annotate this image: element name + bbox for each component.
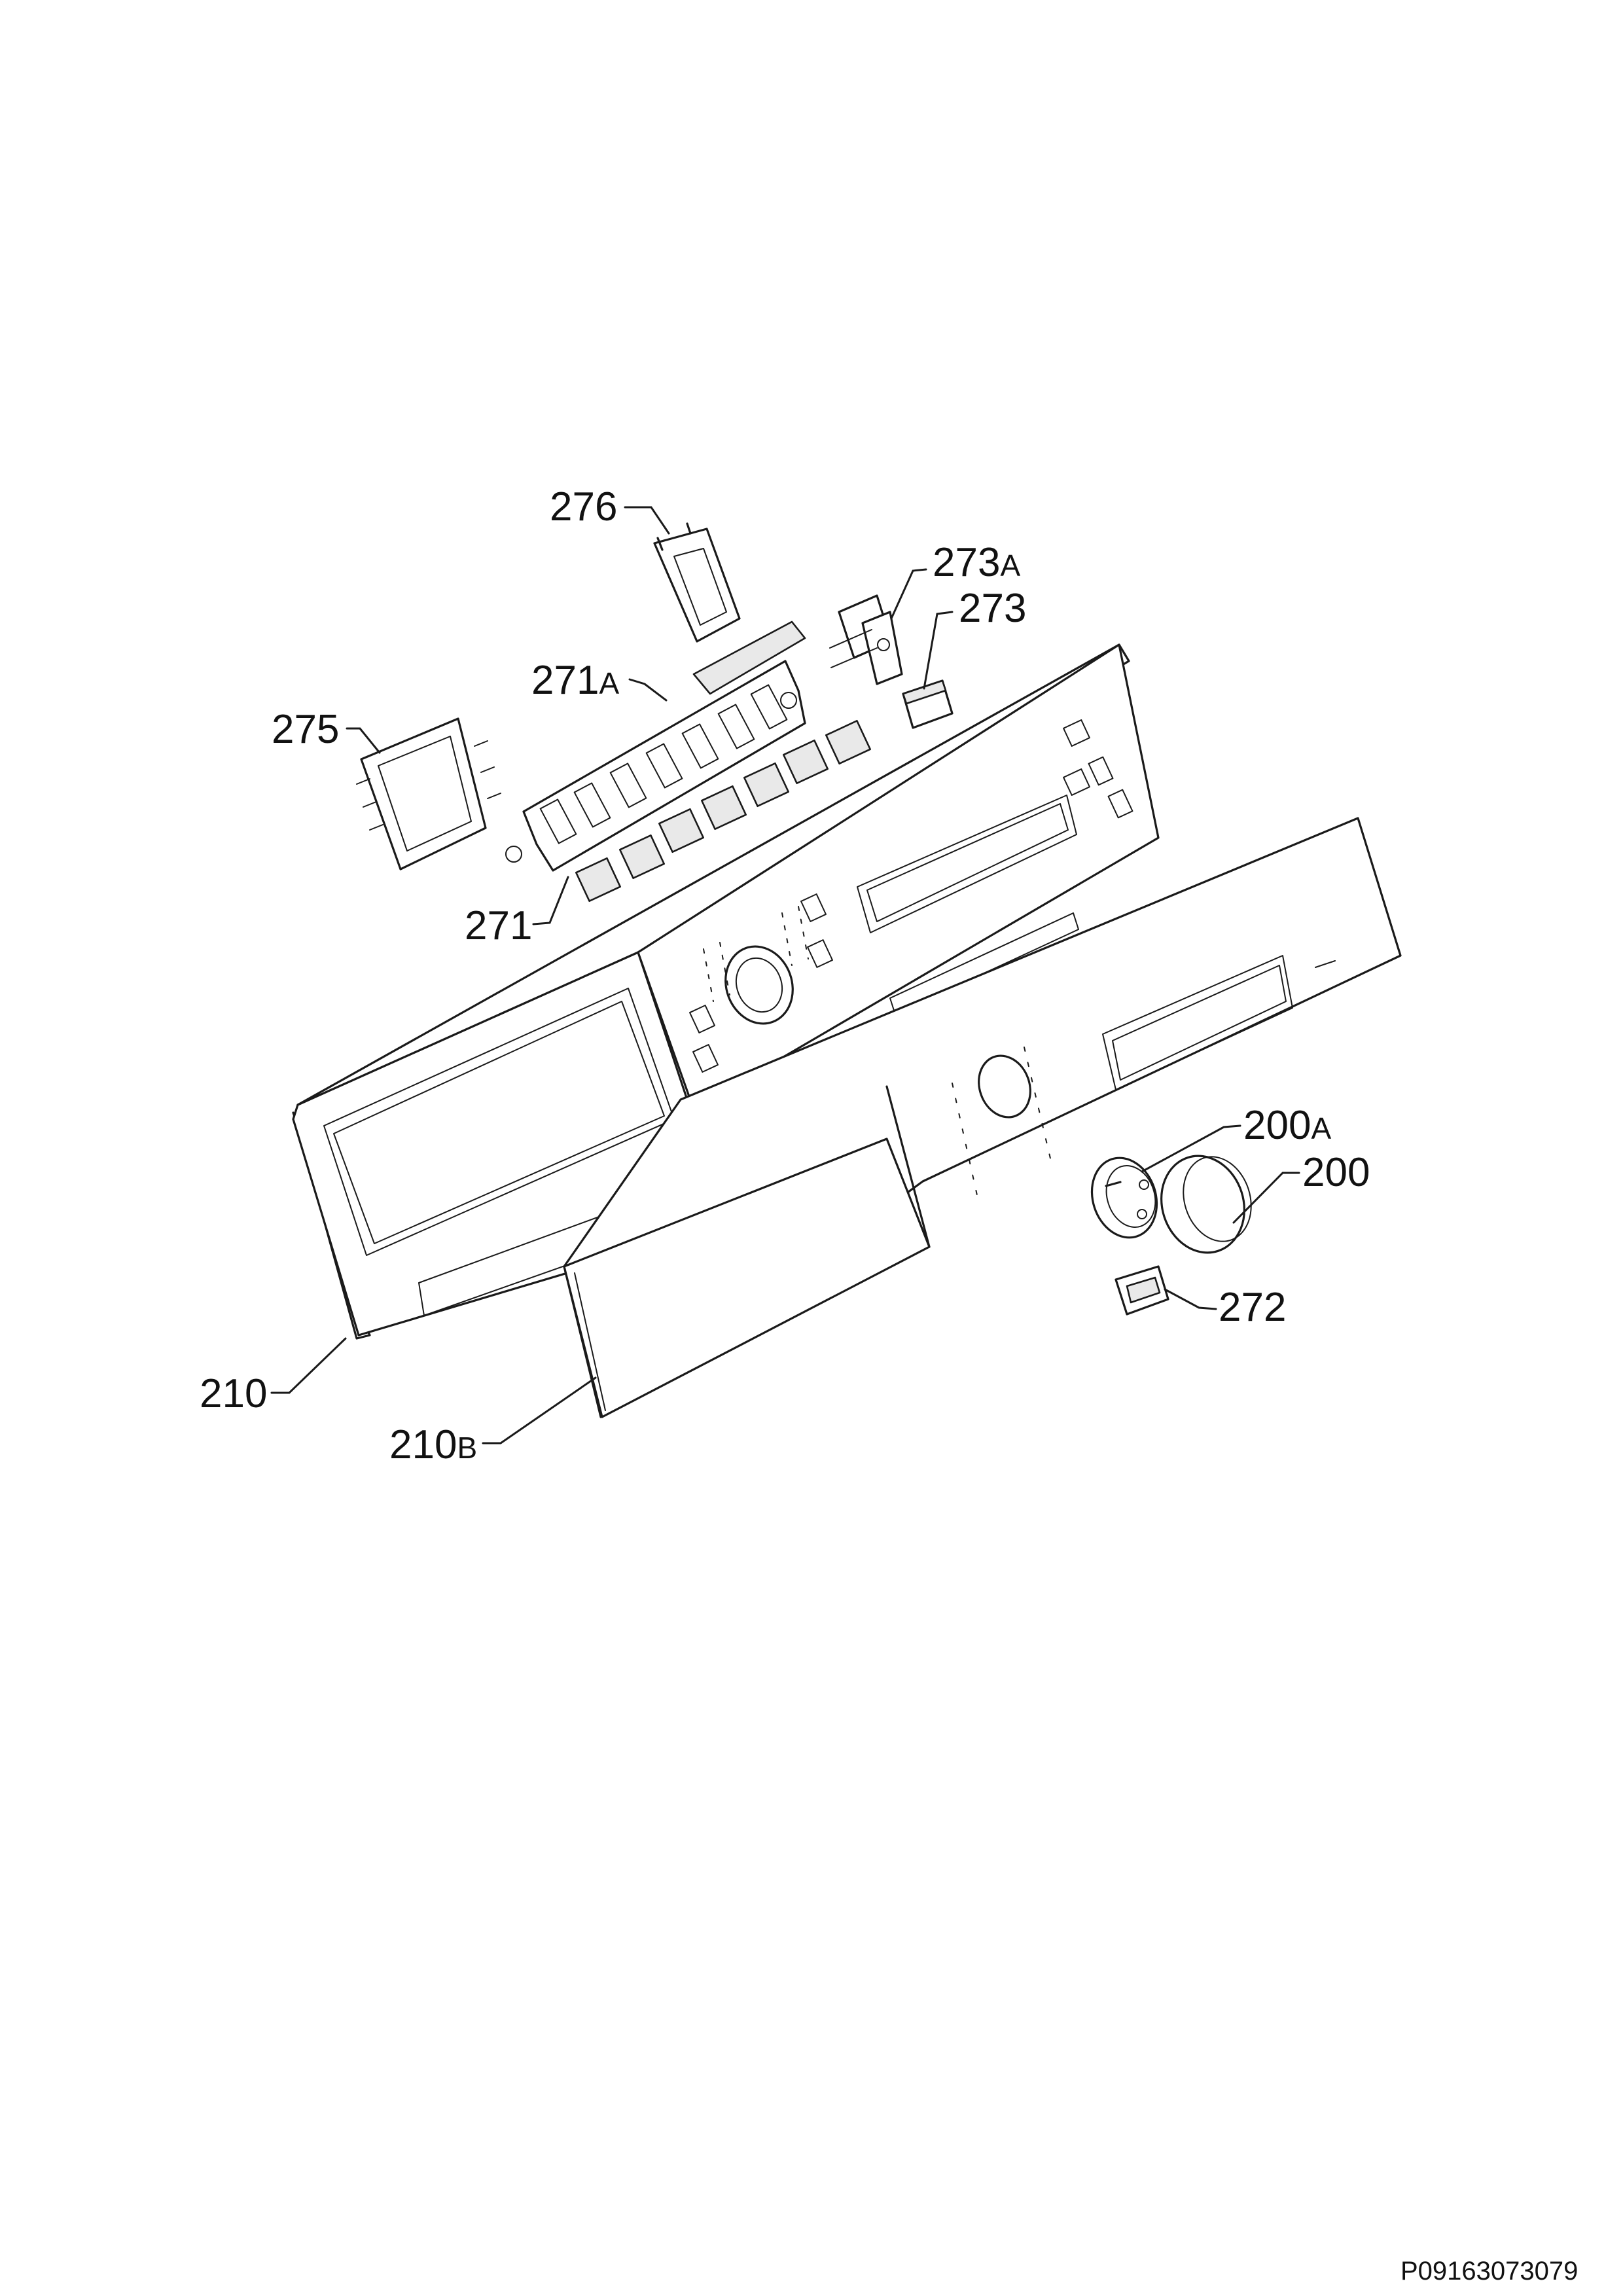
leader-lines (270, 506, 1300, 1444)
part-272-clip (1115, 1265, 1169, 1316)
part-200-knob (1160, 1155, 1252, 1254)
part-271a-button-holder (505, 620, 806, 872)
document-code: P09163073079 (1400, 2257, 1578, 2286)
part-273a-connector (829, 594, 903, 685)
label-200a: 200A (1243, 1103, 1331, 1148)
part-labels: 276 273A 273 271A 275 271 200A 200 272 2… (200, 484, 1370, 1467)
part-200a-knob-insert (1090, 1157, 1158, 1239)
part-210b-front-cover (563, 817, 1402, 1418)
label-210b: 210B (389, 1422, 477, 1467)
label-271a: 271A (531, 658, 619, 703)
label-210: 210 (200, 1371, 267, 1416)
part-271-buttons (575, 719, 872, 903)
label-272: 272 (1219, 1285, 1286, 1330)
part-275-display-frame (356, 717, 501, 870)
label-271: 271 (465, 903, 532, 948)
part-276-bracket (653, 522, 741, 643)
label-275: 275 (272, 707, 339, 752)
label-276: 276 (550, 484, 617, 529)
label-200: 200 (1302, 1150, 1370, 1195)
label-273: 273 (959, 586, 1026, 631)
label-273a: 273A (933, 540, 1020, 585)
part-273-block (902, 679, 954, 729)
